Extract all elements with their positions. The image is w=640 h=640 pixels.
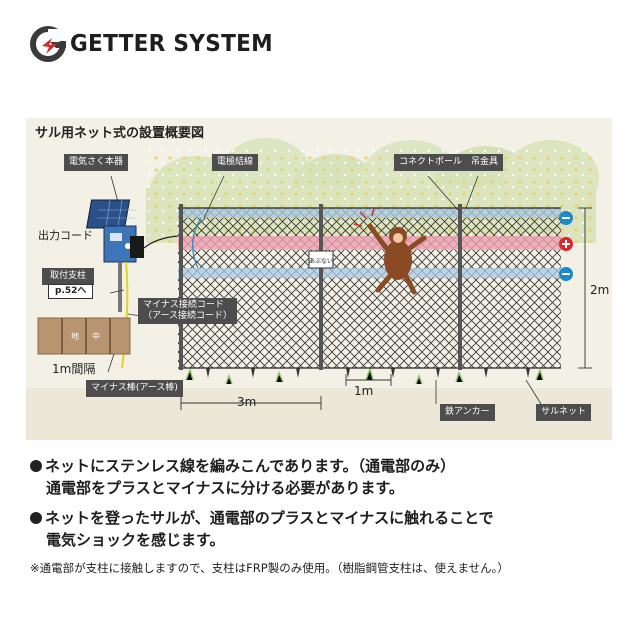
minus-band-bottom bbox=[178, 268, 561, 278]
bullet-item: ネットを登ったサルが、通電部のプラスとマイナスに触れることで 電気ショックを感じ… bbox=[30, 507, 620, 551]
brand-name: GETTER SYSTEM bbox=[70, 31, 273, 57]
mount-post-label: 取付支柱 bbox=[50, 271, 87, 281]
callout-ground-rod: マイナス棒(アース棒) bbox=[86, 380, 183, 397]
danger-sign bbox=[308, 250, 334, 269]
ground-soil bbox=[37, 317, 131, 355]
dimension-1m: 1m bbox=[354, 384, 374, 398]
electrode-wire bbox=[192, 217, 202, 269]
span-dimensions bbox=[180, 374, 392, 410]
callout-mount-post: 取付支柱 bbox=[42, 268, 95, 285]
minus-cord bbox=[121, 261, 129, 369]
bullet-dot-icon bbox=[30, 512, 42, 524]
output-cord-label: 出力コード bbox=[38, 229, 93, 242]
getter-logo-icon bbox=[30, 26, 66, 62]
minus-band-top bbox=[178, 208, 561, 218]
bullet-2-line2: 電気ショックを感じます。 bbox=[46, 531, 225, 549]
fence-posts bbox=[179, 204, 462, 370]
bullet-1-line2: 通電部をプラスとマイナスに分ける必要があります。 bbox=[46, 479, 404, 497]
soil-label-right: 中 bbox=[92, 331, 100, 341]
danger-sign-text: あぶない bbox=[309, 258, 333, 265]
dimension-2m: 2m bbox=[590, 283, 610, 297]
feature-bullets: ネットにステンレス線を編みこんであります。（通電部のみ） 通電部をプラスとマイナ… bbox=[30, 455, 620, 559]
callout-electrode-wire: 電極結線 bbox=[212, 154, 259, 171]
minus-cord-line1: マイナス接続コード bbox=[143, 300, 224, 310]
iron-anchors bbox=[206, 368, 530, 378]
bullet-1-line1: ネットにステンレス線を編みこんであります。（通電部のみ） bbox=[45, 457, 456, 475]
minus-cord-line2: （アース接続コード） bbox=[143, 311, 233, 321]
monkey-illustration bbox=[353, 207, 427, 295]
bullet-item: ネットにステンレス線を編みこんであります。（通電部のみ） 通電部をプラスとマイナ… bbox=[30, 455, 620, 499]
bullet-2-line1: ネットを登ったサルが、通電部のプラスとマイナスに触れることで bbox=[45, 509, 494, 527]
plus-band bbox=[178, 236, 561, 250]
monkey-net-mesh bbox=[178, 208, 561, 368]
bullet-dot-icon bbox=[30, 460, 42, 472]
callout-iron-anchor: 鉄アンカー bbox=[440, 404, 495, 421]
dimension-3m: 3m bbox=[237, 395, 257, 409]
callout-monkey-net: サルネット bbox=[536, 404, 592, 421]
output-cord-line bbox=[143, 235, 179, 249]
footnote: ※通電部が支柱に接触しますので、支柱はFRP製のみ使用。（樹脂鋼管支柱は、使えま… bbox=[30, 561, 509, 575]
callout-minus-cord: マイナス接続コード （アース接続コード） bbox=[138, 298, 238, 324]
soil-label-left: 地 bbox=[71, 331, 79, 341]
grass bbox=[185, 366, 544, 385]
energizer-unit bbox=[86, 199, 144, 312]
callout-connect-pole: コネクトポール bbox=[394, 154, 468, 171]
callout-hanger: 吊金具 bbox=[466, 154, 504, 171]
callout-energizer: 電気さく本器 bbox=[64, 154, 129, 171]
mount-post-page-link[interactable]: p.52へ bbox=[48, 284, 94, 299]
ground-spacing-label: 1m間隔 bbox=[52, 362, 96, 376]
height-dimension bbox=[578, 207, 592, 369]
diagram-title: サル用ネット式の設置概要図 bbox=[35, 126, 205, 141]
